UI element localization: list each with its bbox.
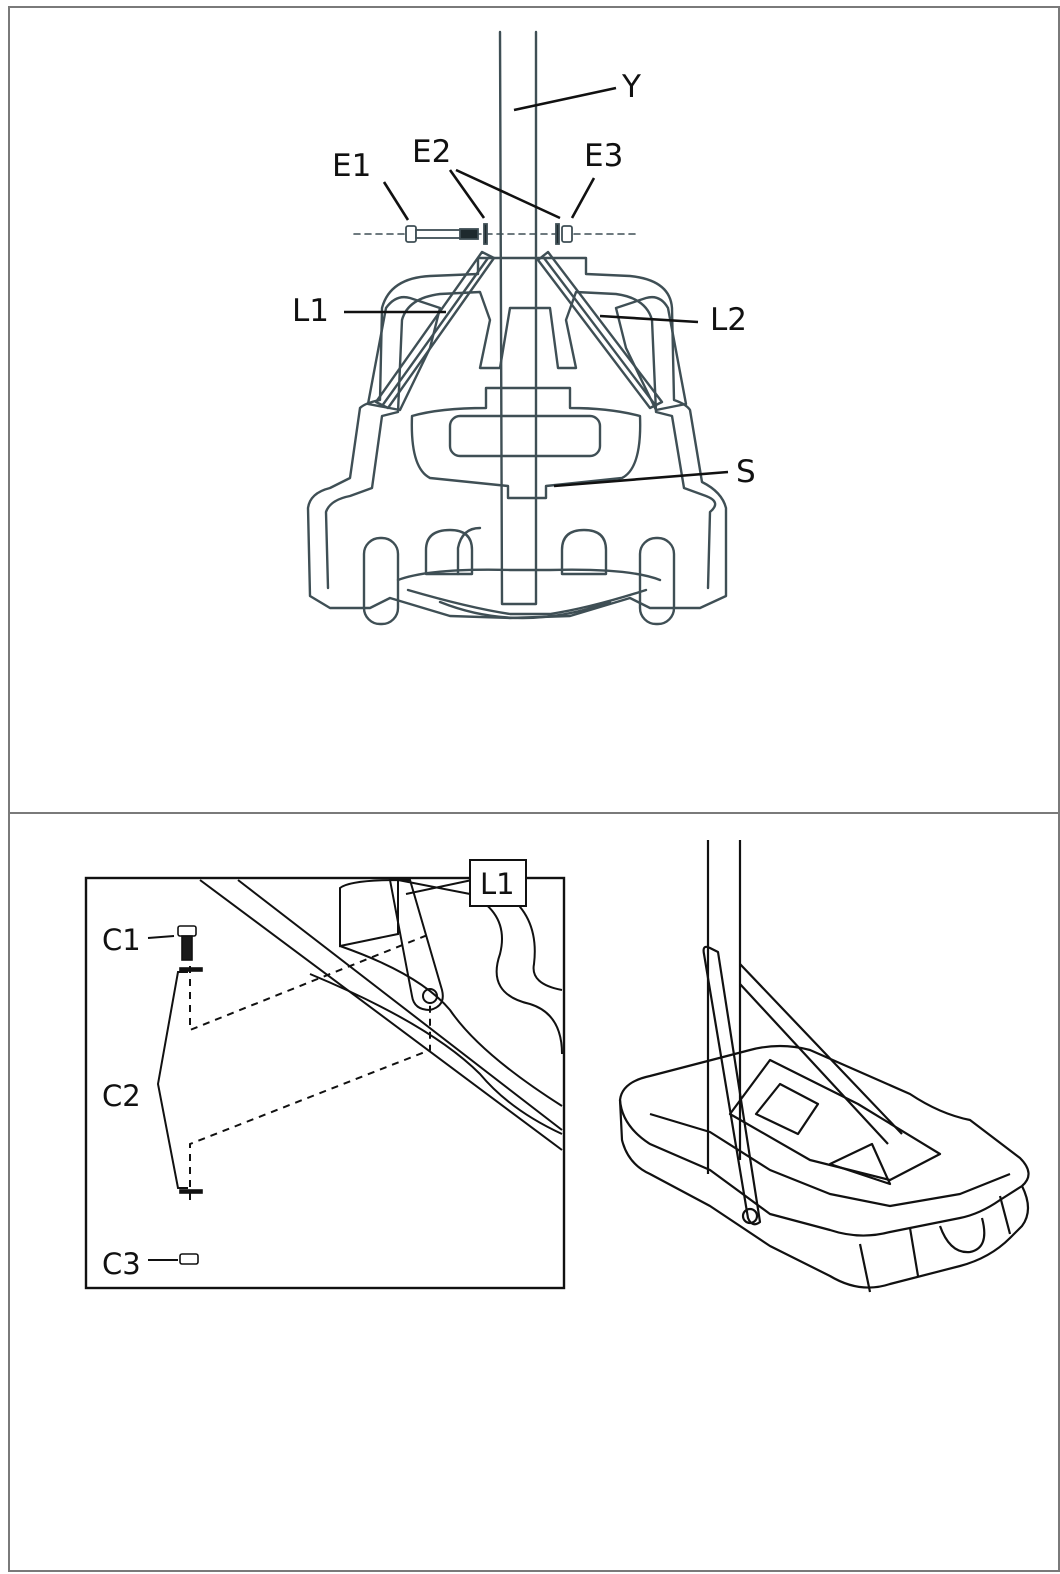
- leader-e2: [448, 168, 561, 220]
- nut-e3: [561, 225, 573, 243]
- label-l2: L2: [710, 302, 747, 338]
- base-outline: [306, 256, 728, 620]
- label-e1: E1: [332, 148, 371, 184]
- bolt-e1-head: [405, 225, 417, 243]
- persp-base-top: [618, 1044, 1030, 1237]
- persp-base-recess: [728, 1058, 942, 1182]
- persp-pole: [706, 840, 742, 1174]
- label-c1: C1: [102, 923, 141, 957]
- leader-y: [513, 86, 617, 112]
- base-rear-assembly-diagram: Y E1 E2 E3 L1 L2 S: [292, 30, 756, 626]
- persp-base-mid: [649, 1112, 1011, 1208]
- label-l1: L1: [292, 293, 329, 329]
- washer-e2-right: [555, 223, 560, 245]
- base-side-left: [366, 295, 442, 412]
- persp-brace-hole: [741, 1207, 759, 1225]
- persp-base-side: [618, 1099, 1030, 1289]
- label-c3: C3: [102, 1247, 141, 1281]
- detail-base-edge-2: [237, 879, 563, 1131]
- brace-l1-inner: [380, 256, 490, 408]
- screw-c1-head: [177, 925, 197, 937]
- washer-c2-top: [179, 967, 203, 972]
- callout-l1-box: [469, 859, 527, 907]
- step-panel-top: Y E1 E2 E3 L1 L2 S: [8, 6, 1060, 814]
- brace-l2: [536, 250, 664, 410]
- persp-rear-brace: [739, 963, 903, 1145]
- persp-front-brace: [702, 945, 762, 1226]
- detail-dash-upper: [189, 933, 431, 1032]
- washer-e2-left: [483, 223, 488, 245]
- detail-dash-lower: [189, 1004, 431, 1200]
- base-pocket-right: [560, 528, 608, 576]
- label-y: Y: [621, 69, 641, 105]
- label-c2: C2: [102, 1079, 141, 1113]
- bolt-e1-shaft: [415, 229, 463, 239]
- label-e2: E2: [412, 134, 451, 170]
- base-pocket-mid: [456, 526, 482, 576]
- nut-c3: [179, 1253, 199, 1265]
- step-panel-bottom: L1 C1 C2 C3: [8, 812, 1060, 1572]
- label-s: S: [736, 454, 756, 490]
- brace-l2-inner: [542, 256, 658, 408]
- detail-bracket-c2: [156, 971, 188, 1189]
- washer-c2-bottom: [179, 1189, 203, 1194]
- brace-l1: [374, 250, 496, 410]
- leader-e1: [382, 181, 410, 221]
- leader-c1: [147, 935, 175, 939]
- bolt-e1-thread: [459, 228, 479, 240]
- pole-y: [498, 30, 538, 606]
- brace-attach-diagram: L1 C1 C2 C3: [84, 840, 1030, 1293]
- base-center-panel: [410, 386, 642, 500]
- base-side-right: [614, 295, 688, 412]
- leader-s: [553, 470, 729, 488]
- detail-base-lower-2: [309, 973, 563, 1135]
- label-e3: E3: [584, 138, 623, 174]
- detail-base-lower: [339, 945, 563, 1107]
- base-handle-slot: [448, 414, 602, 458]
- wheel-left: [362, 536, 400, 626]
- wheel-right: [638, 536, 676, 626]
- leader-l2: [599, 314, 699, 324]
- persp-base-tri: [828, 1142, 892, 1186]
- leader-e3: [570, 177, 596, 219]
- detail-brace-hole: [422, 988, 438, 1004]
- base-pocket-left: [424, 528, 474, 576]
- detail-base-edge-1: [199, 879, 563, 1151]
- persp-base-slot: [754, 1082, 820, 1136]
- screw-c1-thread: [181, 935, 193, 961]
- label-l1-detail: L1: [480, 867, 515, 901]
- base-inner-outline: [324, 290, 717, 590]
- detail-base-edge-3: [339, 878, 399, 948]
- detail-base-contour: [397, 879, 563, 1055]
- leader-l1-detail: [405, 879, 473, 895]
- detail-frame: [84, 876, 566, 1290]
- base-rear-edge: [396, 568, 662, 620]
- persp-base-pockets: [858, 1195, 1012, 1293]
